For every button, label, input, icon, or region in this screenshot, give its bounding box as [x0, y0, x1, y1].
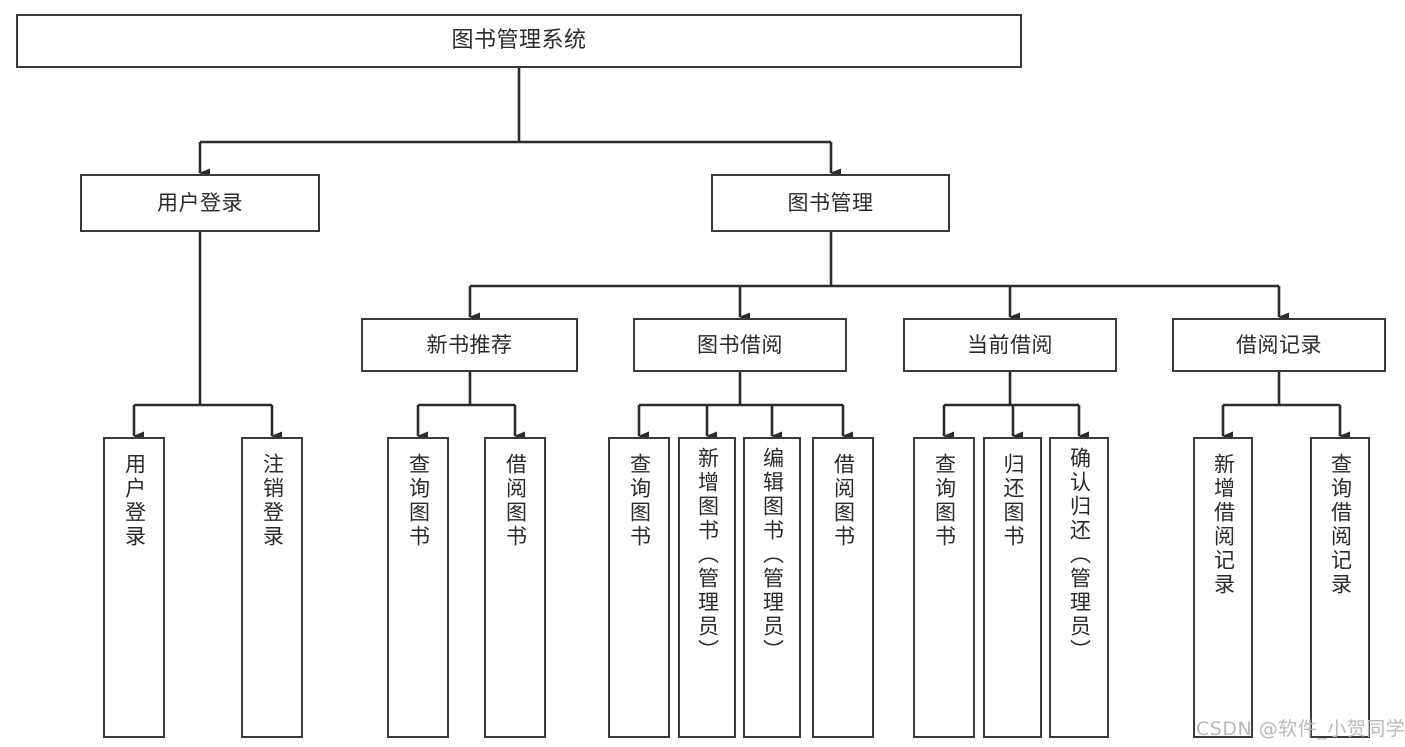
node-newbook[interactable]: 新书推荐 [361, 318, 578, 372]
node-l-bk-edit[interactable]: 编辑图书（管理员） [743, 437, 801, 738]
node-bookmgmt[interactable]: 图书管理 [711, 174, 950, 232]
node-l-logout[interactable]: 注销登录 [241, 437, 303, 738]
node-current[interactable]: 当前借阅 [903, 318, 1117, 372]
node-label: 图书管理系统 [451, 28, 587, 54]
node-l-cb-conf[interactable]: 确认归还（管理员） [1049, 437, 1109, 738]
node-label: 图书借阅 [697, 332, 783, 357]
node-records[interactable]: 借阅记录 [1172, 318, 1386, 372]
node-label: 用户登录 [122, 453, 147, 549]
node-label: 图书管理 [787, 190, 874, 215]
node-root[interactable]: 图书管理系统 [16, 14, 1022, 68]
node-label: 借阅图书 [831, 453, 856, 549]
node-label: 新书推荐 [426, 332, 513, 357]
node-l-nb-borrow[interactable]: 借阅图书 [484, 437, 546, 738]
node-l-nb-query[interactable]: 查询图书 [387, 437, 449, 738]
node-label: 查询图书 [932, 453, 957, 549]
node-borrow[interactable]: 图书借阅 [633, 318, 847, 372]
node-l-rc-add[interactable]: 新增借阅记录 [1193, 437, 1253, 738]
node-l-cb-return[interactable]: 归还图书 [983, 437, 1042, 738]
node-label: 注销登录 [260, 453, 285, 549]
watermark-text: CSDN @软件_小贺同学 [1196, 718, 1405, 740]
node-label: 借阅图书 [503, 453, 528, 549]
node-label: 当前借阅 [967, 332, 1053, 357]
node-l-rc-query[interactable]: 查询借阅记录 [1310, 437, 1370, 738]
node-label: 归还图书 [1001, 453, 1025, 549]
node-label: 新增图书（管理员） [695, 447, 720, 663]
node-l-bk-borrow[interactable]: 借阅图书 [812, 437, 874, 738]
node-l-bk-query[interactable]: 查询图书 [608, 437, 670, 738]
node-label: 新增借阅记录 [1211, 453, 1236, 597]
node-l-userlogin[interactable]: 用户登录 [103, 437, 165, 738]
edge-group [132, 68, 1350, 441]
node-label: 用户登录 [157, 190, 243, 215]
node-label: 查询借阅记录 [1328, 453, 1353, 597]
node-label: 查询图书 [627, 453, 652, 549]
node-label: 借阅记录 [1236, 332, 1322, 357]
node-label: 确认归还（管理员） [1067, 447, 1092, 663]
node-l-cb-query[interactable]: 查询图书 [913, 437, 975, 738]
node-login[interactable]: 用户登录 [80, 174, 320, 232]
node-label: 编辑图书（管理员） [760, 447, 785, 663]
node-label: 查询图书 [406, 453, 431, 549]
node-l-bk-add[interactable]: 新增图书（管理员） [678, 437, 736, 738]
